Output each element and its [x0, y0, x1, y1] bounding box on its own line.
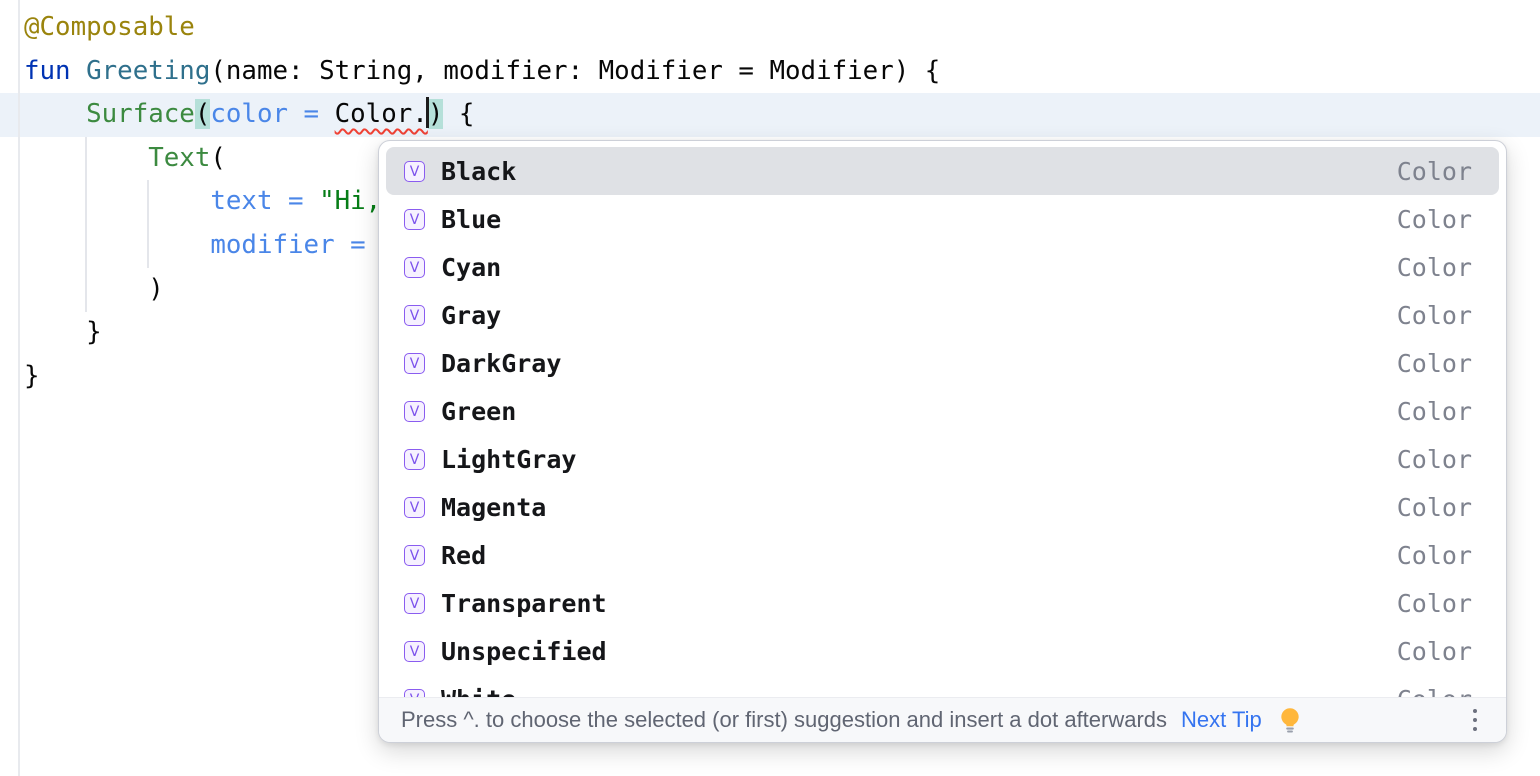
- code-line[interactable]: @Composable: [24, 6, 1540, 50]
- item-type: Color: [1396, 156, 1472, 186]
- code-line[interactable]: fun Greeting(name: String, modifier: Mod…: [24, 50, 1540, 94]
- item-type: Color: [1396, 636, 1472, 666]
- value-icon: V: [404, 304, 425, 326]
- completion-item-lightgray[interactable]: V LightGray Color: [386, 435, 1499, 483]
- value-icon: V: [404, 592, 425, 614]
- value-icon: V: [404, 160, 425, 182]
- item-type: Color: [1396, 396, 1472, 426]
- code-token: color =: [210, 99, 335, 130]
- code-token: }: [24, 317, 102, 348]
- item-name: Gray: [441, 300, 502, 330]
- completion-item-unspecified[interactable]: V Unspecified Color: [386, 627, 1499, 675]
- code-line[interactable]: }: [24, 355, 1540, 399]
- code-token: modifier =: [210, 229, 382, 260]
- caret-row-highlight: [0, 93, 1540, 137]
- code-line[interactable]: text = "Hi,: [24, 180, 1540, 224]
- completion-hint-text: Press ^. to choose the selected (or firs…: [401, 707, 1168, 732]
- value-icon: V: [404, 208, 425, 230]
- item-name: DarkGray: [441, 348, 562, 378]
- code-lines: @Composable fun Greeting(name: String, mo…: [0, 6, 1540, 398]
- text-caret: [426, 97, 430, 129]
- completion-item-transparent[interactable]: V Transparent Color: [386, 579, 1499, 627]
- code-token: (: [194, 99, 211, 130]
- item-name: Black: [441, 156, 517, 186]
- item-type: Color: [1396, 492, 1472, 522]
- completion-item-cyan[interactable]: V Cyan Color: [386, 243, 1499, 291]
- code-token: "Hi,: [319, 186, 382, 217]
- item-type: Color: [1396, 540, 1472, 570]
- code-line[interactable]: Text(: [24, 137, 1540, 181]
- item-name: White: [441, 685, 1397, 698]
- indent-guide: [85, 137, 87, 312]
- completion-item-blue[interactable]: V Blue Color: [386, 195, 1499, 243]
- item-type: Color: [1396, 204, 1472, 234]
- completion-item-green[interactable]: V Green Color: [386, 387, 1499, 435]
- item-name: Magenta: [441, 492, 547, 522]
- completion-item-black[interactable]: V Black Color: [386, 147, 1499, 195]
- item-type: Color: [1396, 348, 1472, 378]
- code-token: [24, 230, 210, 260]
- item-name: Transparent: [441, 588, 607, 618]
- lightbulb-icon: [1276, 706, 1304, 734]
- item-name: Unspecified: [441, 636, 607, 666]
- indent-guide: [147, 180, 149, 268]
- code-line[interactable]: ): [24, 268, 1540, 312]
- completion-item-magenta[interactable]: V Magenta Color: [386, 483, 1499, 531]
- item-name: Blue: [441, 204, 502, 234]
- item-type: Color: [1397, 685, 1472, 698]
- code-token: @Composable: [24, 12, 195, 42]
- value-icon: V: [404, 352, 425, 374]
- code-line[interactable]: modifier =: [24, 224, 1540, 268]
- item-name: Green: [441, 396, 517, 426]
- value-icon: V: [404, 448, 425, 470]
- code-token: [24, 99, 86, 129]
- code-token: (name: String, modifier: Modifier = Modi…: [210, 55, 941, 86]
- item-name: Cyan: [441, 252, 502, 282]
- value-icon: V: [404, 256, 425, 278]
- item-type: Color: [1396, 300, 1472, 330]
- code-token: (: [210, 142, 226, 173]
- item-type: Color: [1396, 444, 1472, 474]
- item-name: Red: [441, 540, 487, 570]
- item-type: Color: [1396, 588, 1472, 618]
- code-line[interactable]: }: [24, 311, 1540, 355]
- item-name: LightGray: [441, 444, 577, 474]
- code-token: [24, 143, 148, 173]
- item-type: Color: [1396, 252, 1472, 282]
- code-token: Surface: [86, 99, 195, 130]
- code-token: text =: [210, 186, 320, 217]
- value-icon: V: [404, 544, 425, 566]
- completion-footer: Press ^. to choose the selected (or firs…: [379, 697, 1506, 742]
- next-tip-link[interactable]: Next Tip: [1181, 707, 1262, 732]
- value-icon: V: [404, 496, 425, 518]
- value-icon: V: [404, 688, 425, 697]
- code-token: {: [443, 99, 475, 130]
- code-line[interactable]: Surface(color = Color.) {: [24, 93, 1540, 137]
- gutter-separator: [18, 0, 20, 776]
- code-token: Greeting: [86, 55, 211, 86]
- code-token: ): [24, 273, 164, 304]
- code-token: Color.: [334, 99, 428, 130]
- completion-item-gray[interactable]: V Gray Color: [386, 291, 1499, 339]
- code-token: fun: [24, 55, 87, 86]
- code-token: ): [427, 99, 444, 130]
- code-token: Text: [148, 142, 211, 173]
- code-token: }: [24, 360, 40, 391]
- completion-item-red[interactable]: V Red Color: [386, 531, 1499, 579]
- more-options-button[interactable]: [1470, 706, 1480, 734]
- value-icon: V: [404, 400, 425, 422]
- completion-item-white[interactable]: V WhiteColor: [386, 675, 1499, 697]
- code-token: [24, 186, 210, 216]
- completion-item-darkgray[interactable]: V DarkGray Color: [386, 339, 1499, 387]
- value-icon: V: [404, 640, 425, 662]
